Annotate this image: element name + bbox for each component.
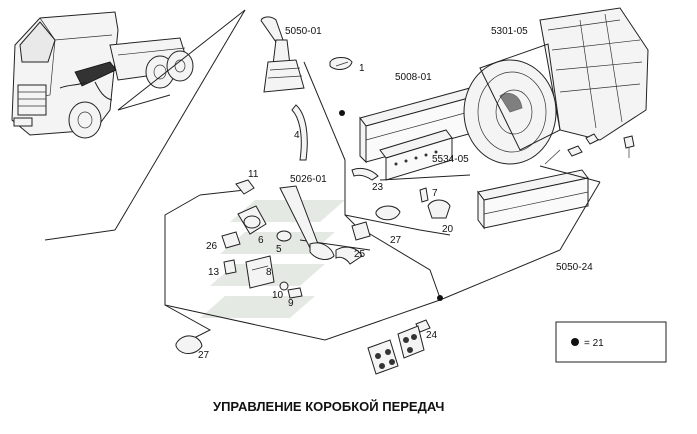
- module-5534-05: [379, 129, 453, 181]
- leader-line: [114, 9, 246, 231]
- rail-5050-24: [477, 169, 589, 230]
- callout-24: 24: [426, 330, 438, 341]
- callout-5050-01: 5050-01: [285, 26, 322, 37]
- truck-illustration: [11, 9, 246, 139]
- transmission-5301-05: [463, 7, 649, 165]
- plate-part: [245, 255, 275, 289]
- fitting-part: [221, 231, 241, 249]
- cable-routes: [164, 160, 561, 341]
- callout-5026-01: 5026-01: [290, 174, 327, 185]
- clip-part: [329, 57, 353, 70]
- connector-plate: [367, 339, 399, 375]
- leader-line: [539, 165, 601, 183]
- callout-1: 1: [359, 63, 365, 74]
- callout-23: 23: [372, 182, 384, 193]
- callout-13: 13: [208, 267, 220, 278]
- callout-27-bottom: 27: [198, 350, 210, 361]
- clamp-part: [427, 199, 451, 219]
- callout-6: 6: [258, 235, 264, 246]
- washer-part: [279, 281, 289, 291]
- callout-5301-05: 5301-05: [491, 26, 528, 37]
- fitting-part: [235, 179, 255, 195]
- dot-symbol: [571, 338, 579, 346]
- callout-25: 25: [354, 249, 366, 260]
- gear-lever: [260, 16, 346, 161]
- legend-text: = 21: [584, 338, 604, 349]
- connector-part: [223, 259, 237, 275]
- lubrication-point: [437, 295, 443, 301]
- callout-11: 11: [248, 169, 259, 180]
- callout-4: 4: [294, 130, 300, 141]
- hose-part: [291, 104, 308, 161]
- callout-5050-24: 5050-24: [556, 262, 593, 273]
- linkage-5026-01: [279, 185, 363, 265]
- callout-8: 8: [266, 267, 272, 278]
- bolt-part: [287, 287, 303, 299]
- ring-part: [276, 230, 292, 242]
- callout-9: 9: [288, 298, 294, 309]
- lubrication-point: [339, 110, 345, 116]
- fitting-part: [351, 167, 379, 181]
- clip-part: [375, 205, 401, 221]
- callout-5534-05: 5534-05: [432, 154, 469, 165]
- callout-10: 10: [272, 290, 284, 301]
- clip-part: [175, 335, 203, 354]
- callout-5: 5: [276, 244, 282, 255]
- leader-line: [559, 181, 601, 251]
- pin-part: [419, 187, 429, 203]
- callout-20: 20: [442, 224, 454, 235]
- callout-26: 26: [206, 241, 218, 252]
- leader-line: [44, 229, 116, 241]
- hose-end-part: [351, 221, 371, 241]
- callout-27: 27: [390, 235, 402, 246]
- diagram-title: УПРАВЛЕНИЕ КОРОБКОЙ ПЕРЕДАЧ: [213, 399, 444, 414]
- legend-box: = 21: [555, 321, 667, 363]
- callout-5008-01: 5008-01: [395, 72, 432, 83]
- connector-plate: [397, 325, 425, 359]
- callout-7: 7: [432, 188, 438, 199]
